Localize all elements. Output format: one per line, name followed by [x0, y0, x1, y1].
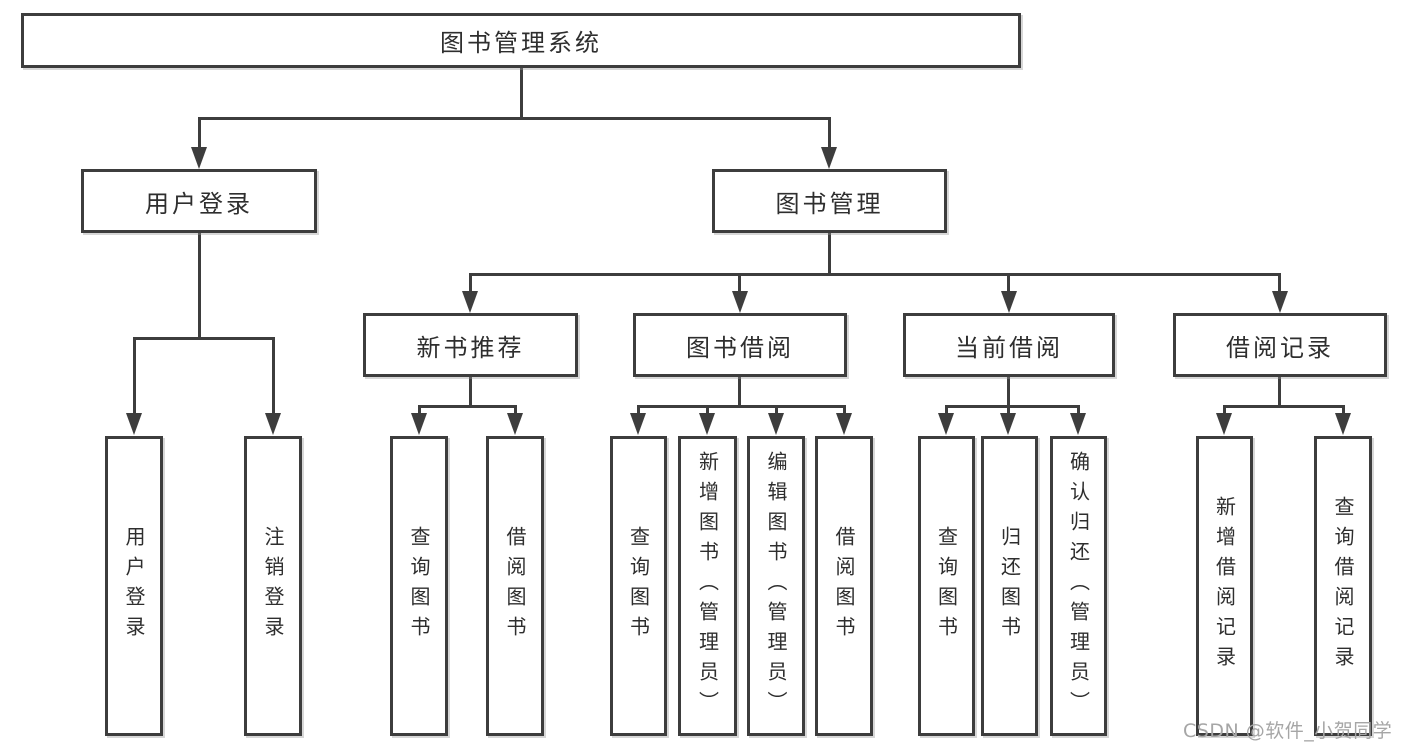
node-current-borrow: 当前借阅: [903, 313, 1115, 377]
arrow-br-add: [1216, 413, 1232, 435]
connector-current-borrow-drop: [1007, 273, 1010, 293]
leaf-current-confirm: 确认归还（管理员）: [1050, 436, 1107, 736]
leaf-bookborrow-borrow: 借阅图书: [815, 436, 873, 736]
node-new-book-label: 新书推荐: [416, 333, 525, 362]
arrow-nb-query: [411, 413, 427, 435]
csdn-watermark: CSDN @软件_小贺同学: [1183, 720, 1393, 742]
leaf-records-add-label: 新增借阅记录: [1212, 496, 1237, 676]
leaf-bookborrow-add: 新增图书（管理员）: [678, 436, 737, 736]
arrow-nb-borrow: [507, 413, 523, 435]
node-new-book: 新书推荐: [363, 313, 578, 377]
node-root: 图书管理系统: [21, 13, 1021, 68]
leaf-bookborrow-add-label: 新增图书（管理员）: [695, 451, 720, 721]
connector-bb-query-drop: [637, 405, 640, 415]
leaf-records-add: 新增借阅记录: [1196, 436, 1253, 736]
connector-book-mgmt-stem: [828, 233, 831, 275]
leaf-bookborrow-query-label: 查询图书: [626, 526, 651, 646]
connector-new-book-branch: [418, 405, 517, 408]
connector-borrow-records-branch: [1223, 405, 1345, 408]
leaf-records-query: 查询借阅记录: [1314, 436, 1372, 736]
arrow-cb-confirm: [1070, 413, 1086, 435]
connector-nb-borrow-drop: [514, 405, 517, 415]
connector-user-login-drop: [198, 117, 201, 149]
node-user-login: 用户登录: [81, 169, 317, 233]
leaf-newbook-borrow: 借阅图书: [486, 436, 544, 736]
arrow-bb-edit: [768, 413, 784, 435]
connector-book-borrow-drop: [738, 273, 741, 293]
arrow-bb-add: [699, 413, 715, 435]
arrow-ul-login: [126, 413, 142, 435]
leaf-current-query: 查询图书: [918, 436, 975, 736]
connector-new-book-stem: [469, 377, 472, 407]
connector-bb-edit-drop: [775, 405, 778, 415]
arrow-ul-logout: [265, 413, 281, 435]
connector-level2-branch: [469, 273, 1281, 276]
connector-cb-return-drop: [1007, 405, 1010, 415]
node-book-borrow-label: 图书借阅: [686, 333, 794, 362]
leaf-logout: 注销登录: [244, 436, 302, 736]
arrow-book-borrow: [732, 291, 748, 313]
node-borrow-records-label: 借阅记录: [1226, 333, 1334, 362]
leaf-newbook-borrow-label: 借阅图书: [503, 526, 527, 646]
connector-current-borrow-branch: [945, 405, 1080, 408]
arrow-bb-query: [630, 413, 646, 435]
connector-br-add-drop: [1223, 405, 1226, 415]
leaf-bookborrow-edit: 编辑图书（管理员）: [747, 436, 805, 736]
leaf-current-query-label: 查询图书: [934, 526, 959, 646]
connector-new-book-drop: [469, 273, 472, 293]
leaf-bookborrow-borrow-label: 借阅图书: [832, 526, 856, 646]
leaf-current-return: 归还图书: [981, 436, 1038, 736]
leaf-user-login: 用户登录: [105, 436, 163, 736]
connector-level1-branch: [198, 117, 831, 120]
node-book-mgmt: 图书管理: [712, 169, 947, 233]
connector-user-login-stem: [198, 233, 201, 337]
arrow-borrow-records: [1272, 291, 1288, 313]
connector-book-mgmt-drop: [828, 117, 831, 149]
connector-ul-login-drop: [133, 337, 136, 415]
arrow-new-book: [462, 291, 478, 313]
node-current-borrow-label: 当前借阅: [955, 333, 1063, 362]
arrow-cb-return: [1000, 413, 1016, 435]
leaf-bookborrow-edit-label: 编辑图书（管理员）: [764, 451, 788, 721]
node-book-mgmt-label: 图书管理: [775, 189, 884, 218]
arrow-current-borrow: [1001, 291, 1017, 313]
leaf-logout-label: 注销登录: [261, 526, 285, 646]
connector-root-stem: [520, 68, 523, 120]
arrow-bb-borrow: [836, 413, 852, 435]
leaf-newbook-query: 查询图书: [390, 436, 448, 736]
connector-user-login-branch: [133, 337, 275, 340]
connector-ul-logout-drop: [272, 337, 275, 415]
leaf-current-return-label: 归还图书: [997, 526, 1022, 646]
connector-current-borrow-stem: [1007, 377, 1010, 407]
node-book-borrow: 图书借阅: [633, 313, 847, 377]
leaf-newbook-query-label: 查询图书: [407, 526, 431, 646]
node-user-login-label: 用户登录: [145, 189, 253, 218]
connector-bb-add-drop: [706, 405, 709, 415]
connector-borrow-records-drop: [1278, 273, 1281, 293]
arrow-book-mgmt: [821, 147, 837, 169]
connector-book-borrow-stem: [738, 377, 741, 407]
node-borrow-records: 借阅记录: [1173, 313, 1387, 377]
arrow-cb-query: [938, 413, 954, 435]
arrow-br-query: [1335, 413, 1351, 435]
node-root-label: 图书管理系统: [440, 29, 602, 57]
connector-borrow-records-stem: [1278, 377, 1281, 407]
leaf-user-login-label: 用户登录: [122, 526, 146, 646]
connector-bb-borrow-drop: [843, 405, 846, 415]
arrow-user-login: [191, 147, 207, 169]
leaf-bookborrow-query: 查询图书: [610, 436, 667, 736]
leaf-records-query-label: 查询借阅记录: [1331, 496, 1355, 676]
connector-nb-query-drop: [418, 405, 421, 415]
connector-br-query-drop: [1342, 405, 1345, 415]
connector-cb-confirm-drop: [1077, 405, 1080, 415]
connector-book-borrow-branch: [637, 405, 846, 408]
leaf-current-confirm-label: 确认归还（管理员）: [1066, 451, 1091, 721]
connector-cb-query-drop: [945, 405, 948, 415]
